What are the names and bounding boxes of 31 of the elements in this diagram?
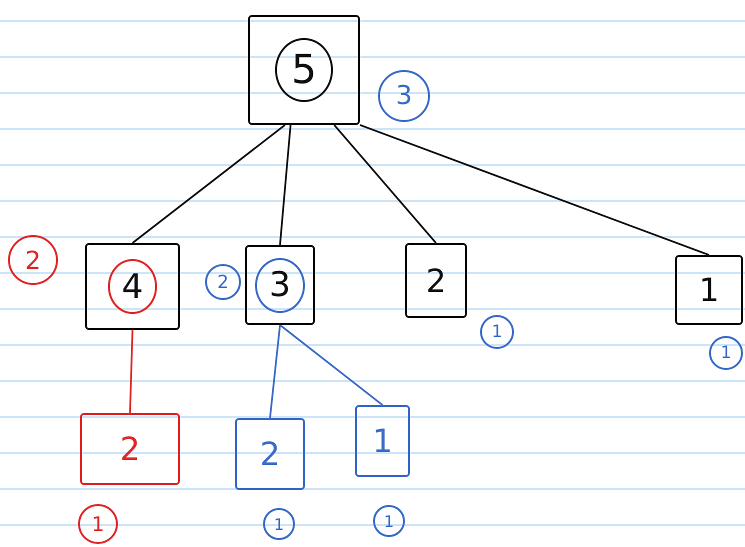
tree-node-box	[80, 413, 180, 485]
connector-line	[279, 124, 292, 246]
tree-node-box	[248, 15, 360, 125]
circled-count: 2	[8, 235, 58, 285]
node-value: 5	[275, 38, 333, 102]
circled-count: 1	[263, 508, 295, 540]
circled-count: 1	[373, 505, 405, 537]
tree-node-box	[235, 418, 305, 490]
tree-node-box	[245, 245, 315, 325]
circled-count: 1	[480, 315, 514, 349]
connector-line	[129, 330, 134, 414]
tree-node-box	[675, 255, 743, 325]
connector-line	[132, 124, 286, 244]
circled-count: 3	[378, 70, 430, 122]
tree-node-box	[85, 243, 180, 330]
node-value: 4	[108, 259, 158, 314]
circled-count: 2	[205, 264, 241, 300]
node-value: 2	[260, 438, 280, 470]
tree-node-box	[355, 405, 410, 477]
node-value: 1	[698, 274, 720, 306]
connector-line	[334, 124, 437, 244]
connector-line	[269, 324, 281, 418]
node-value: 2	[426, 264, 446, 296]
node-value: 1	[372, 425, 393, 457]
connector-line	[279, 324, 384, 406]
node-value: 2	[120, 433, 140, 465]
circled-count: 1	[709, 336, 743, 370]
connector-line	[360, 124, 710, 256]
circled-count: 1	[78, 504, 118, 544]
tree-node-box	[405, 243, 467, 318]
node-value: 3	[255, 258, 305, 312]
